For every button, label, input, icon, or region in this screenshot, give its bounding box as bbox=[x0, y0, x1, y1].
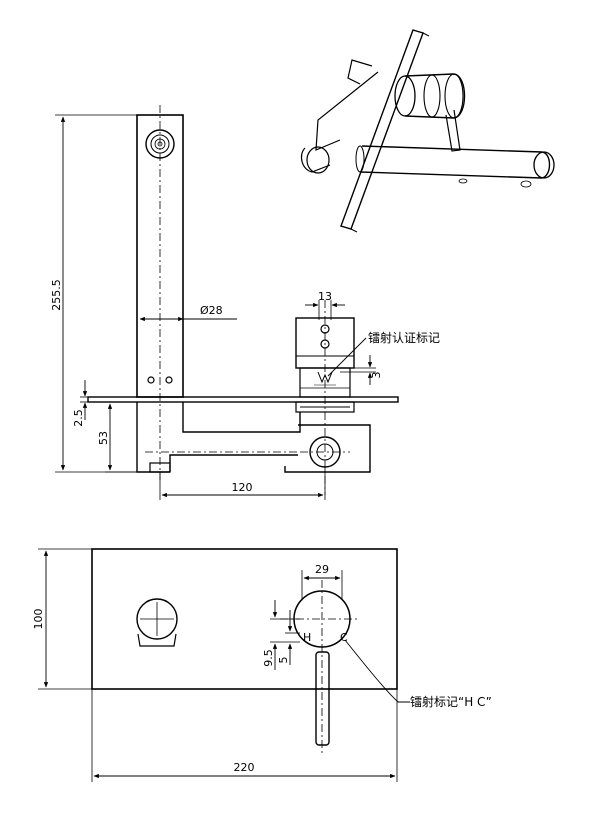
dim-hc-offset-label: 9.5 bbox=[262, 649, 275, 667]
dim-hc-gap-label: 5 bbox=[277, 657, 290, 664]
screw-right bbox=[165, 376, 173, 384]
dim-mark-width-label: 13 bbox=[318, 290, 332, 303]
hot-label: H bbox=[303, 631, 311, 644]
dim-body-height: 53 bbox=[97, 403, 137, 473]
dim-plate-thickness-label: 2.5 bbox=[72, 409, 85, 427]
dim-plate-height: 100 bbox=[32, 548, 92, 690]
dim-height-total: 255.5 bbox=[50, 114, 137, 473]
iso-handle bbox=[404, 73, 466, 119]
dim-spout-diameter-label: Ø28 bbox=[200, 304, 223, 317]
cert-mark-label: 镭射认证标记 bbox=[368, 330, 440, 345]
dim-mark-width: 13 bbox=[305, 290, 345, 320]
spout-outlet-front bbox=[136, 598, 178, 647]
dim-hc-offsets: 9.5 5 bbox=[262, 600, 300, 670]
front-view: H C 100 220 29 bbox=[32, 548, 492, 782]
isometric-view bbox=[300, 29, 555, 233]
screw-left bbox=[147, 376, 155, 384]
hc-mark-callout: 镭射标记“H C” bbox=[344, 639, 492, 709]
dim-height-total-label: 255.5 bbox=[50, 279, 63, 311]
dim-projection: 120 bbox=[159, 467, 326, 500]
dim-mark-offset: 3 bbox=[340, 355, 383, 385]
wall-plate-side bbox=[87, 396, 399, 403]
dim-spout-diameter: Ø28 bbox=[139, 304, 237, 322]
dim-plate-height-label: 100 bbox=[32, 609, 45, 630]
dim-plate-width-label: 220 bbox=[234, 761, 255, 774]
dim-mark-offset-label: 3 bbox=[370, 372, 383, 379]
aerator-outlet bbox=[145, 129, 175, 159]
dim-plate-thickness: 2.5 bbox=[72, 380, 88, 427]
dim-projection-label: 120 bbox=[232, 481, 253, 494]
hc-mark-label: 镭射标记“H C” bbox=[410, 694, 492, 709]
cert-mark-callout: 镭射认证标记 bbox=[327, 330, 440, 377]
side-view: 255.5 2.5 53 Ø28 120 bbox=[50, 105, 440, 500]
lever-handle-front: H C bbox=[280, 580, 360, 755]
dim-plate-width: 220 bbox=[91, 689, 398, 782]
cold-label: C bbox=[340, 631, 348, 644]
dim-handle-width: 29 bbox=[301, 563, 343, 600]
dim-handle-width-label: 29 bbox=[315, 563, 329, 576]
wall-plate-front bbox=[91, 548, 398, 690]
mixer-body bbox=[136, 300, 371, 495]
dim-body-height-label: 53 bbox=[97, 431, 110, 445]
